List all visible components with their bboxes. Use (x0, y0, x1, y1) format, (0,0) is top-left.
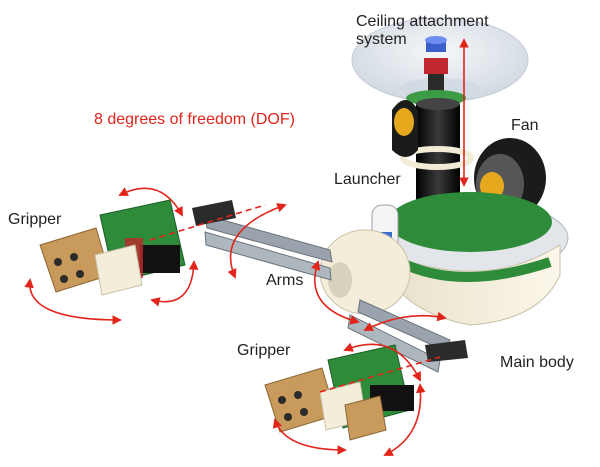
rotate-arrow-5 (311, 260, 360, 325)
label-launcher: Launcher (334, 171, 401, 188)
shoulder-hub (319, 229, 411, 315)
rotate-arrow-1 (118, 187, 183, 217)
rotate-arrow-4 (227, 203, 287, 279)
main-body (371, 192, 569, 326)
upper-arm (192, 200, 333, 281)
label-gripper-left: Gripper (8, 211, 62, 228)
dof-arrows (24, 38, 469, 456)
gripper-left (39, 199, 186, 296)
label-dof: 8 degrees of freedom (DOF) (94, 111, 295, 128)
label-arms: Arms (266, 272, 304, 289)
label-fan: Fan (511, 117, 539, 134)
rotate-arrow-7 (343, 342, 421, 382)
rotate-arrow-3 (24, 278, 122, 325)
label-main-body: Main body (500, 354, 574, 371)
rotate-arrow-9 (383, 383, 426, 456)
label-ceiling-attachment: Ceiling attachment system (356, 13, 489, 49)
rotate-arrow-6 (363, 311, 447, 331)
rotate-arrow-2 (150, 260, 199, 307)
rotate-arrow-8 (272, 418, 347, 455)
label-gripper-bottom: Gripper (237, 342, 291, 359)
